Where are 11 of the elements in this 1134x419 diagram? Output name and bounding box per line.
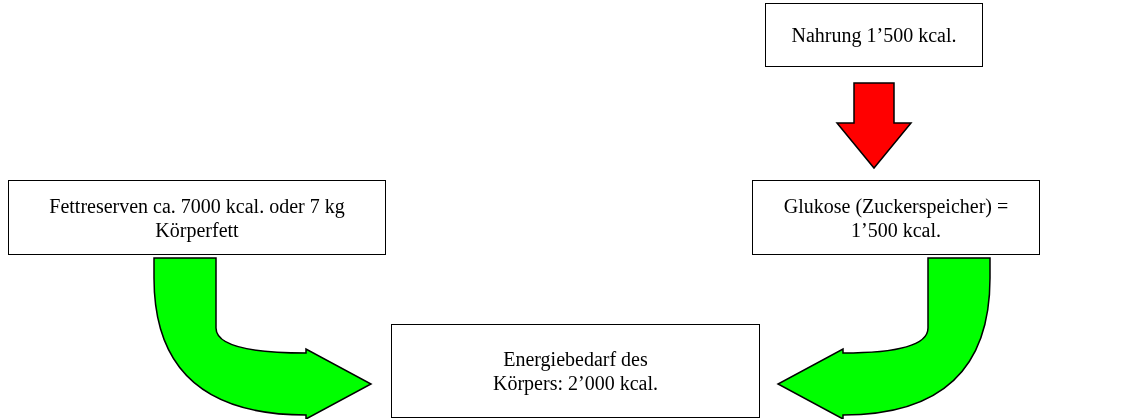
text-box — [752, 180, 1040, 255]
box-text: Nahrung 1’500 kcal. — [790, 23, 958, 47]
box-text: Fettreserven ca. 7000 kcal. oder 7 kg Körperfett — [48, 193, 346, 242]
box-text: Energiebedarf des Körpers: 2’000 kcal. — [492, 347, 659, 395]
text-box — [8, 180, 386, 255]
block-arrow — [777, 257, 991, 419]
box-text: Glukose (Zuckerspeicher) = 1’500 kcal. — [782, 193, 1010, 242]
text-box — [391, 324, 760, 418]
block-arrow — [835, 82, 913, 170]
block-arrow — [153, 257, 372, 419]
text-box — [765, 3, 983, 67]
